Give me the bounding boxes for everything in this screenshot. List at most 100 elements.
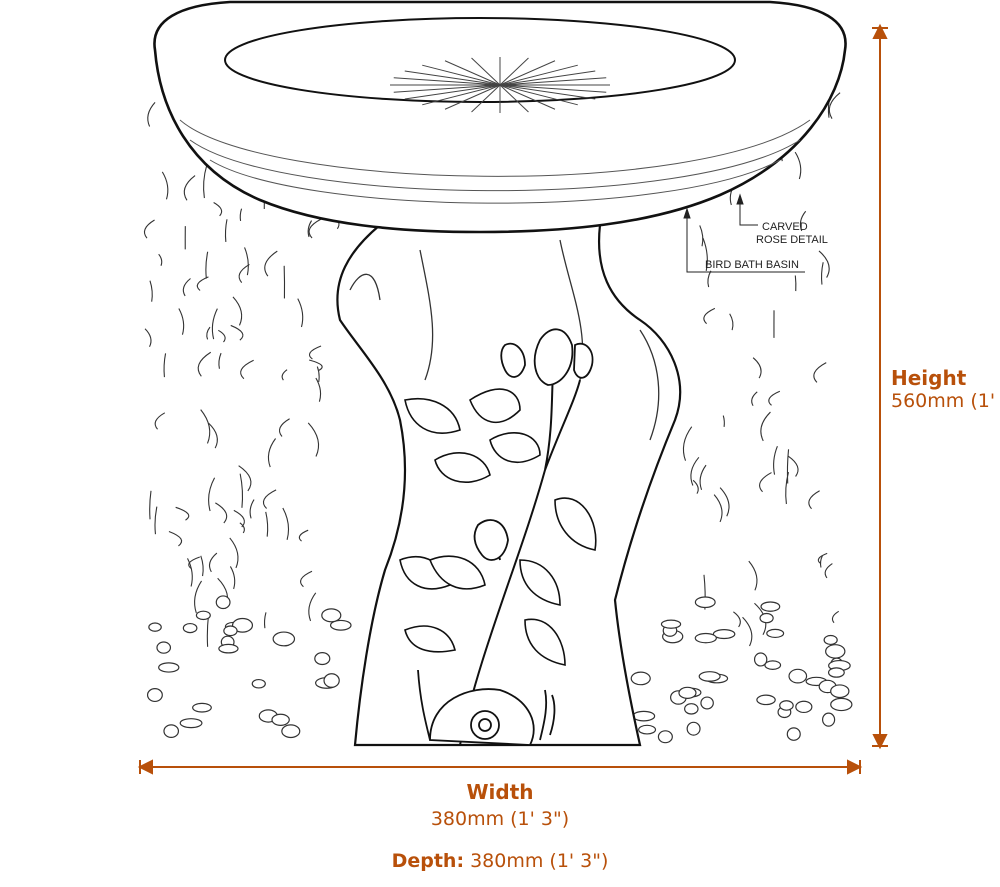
pebble [825,644,846,659]
leaf-stroke [768,390,781,406]
snail [417,669,556,746]
leaf-stroke [828,92,841,119]
starburst-ray [444,84,501,110]
width-dimension: Width 380mm (1' 3") [0,780,1000,830]
pebble [179,718,203,729]
leaf-stroke [282,507,290,540]
pebble [759,612,774,624]
leaf-stroke [240,359,254,380]
leaf-stroke [230,324,244,341]
leaf-stroke [249,499,255,519]
leaf-stroke [168,530,183,547]
rose-leaves [399,388,597,666]
pebble [156,641,172,654]
pebble [753,652,768,667]
callout-text: CARVED [762,221,808,233]
starburst-ray [422,84,501,106]
pebble [223,625,238,637]
starburst-ray [404,70,501,86]
pebble [630,671,651,686]
pebble [712,629,736,640]
pebble [215,595,231,610]
starburst-ray [393,84,501,93]
pebble [657,730,673,744]
starburst-ray [444,60,501,86]
pebble [788,668,808,684]
starburst-ray [404,84,501,100]
pebble [271,713,290,726]
starburst-ray [471,84,501,113]
pebble [251,678,266,689]
leaf-stroke [233,509,245,528]
pebble [323,673,340,688]
leaf-stroke [690,456,700,486]
leaf-stroke [213,202,223,217]
pebble [148,622,162,632]
leaf-stroke [307,220,313,238]
leaf-stroke [161,171,169,200]
leaf-stroke [211,308,218,340]
pebble [830,697,853,712]
pebbles [146,595,853,744]
pebble [760,601,781,612]
leaf-stroke [300,570,313,588]
pebble [678,686,697,700]
leaf-stroke [229,537,239,569]
pebble [700,696,714,710]
leaf-stroke [239,522,245,534]
callout-carved-rose: CARVED ROSE DETAIL [756,221,828,247]
leaf-stroke [182,278,191,297]
pebble [281,724,301,739]
pebble [182,622,198,634]
width-label: Width [466,780,534,804]
leaf-stroke [229,566,236,590]
leaf-stroke [200,409,211,444]
starburst-ray [499,60,556,86]
leaf-stroke [808,490,820,510]
leaf-stroke [262,489,277,509]
leaf-stroke [820,262,824,285]
callout-basin: BIRD BATH BASIN [705,259,799,271]
leaf-stroke [239,473,244,508]
pebble [192,702,212,713]
leaf-stroke [206,326,211,340]
leaf-stroke [298,529,309,542]
leaf-stroke [831,610,840,624]
leaf-stroke [143,219,155,239]
leaf-stroke [819,555,823,568]
leaf-stroke [799,210,807,232]
pebble [231,617,254,633]
pebble [329,619,352,631]
leaf-stroke [773,445,778,475]
height-dimension: Height 560mm (1' [891,366,995,412]
starburst-ray [499,70,596,86]
pebble [786,727,801,741]
leaf-stroke [699,225,704,247]
leaf-stroke [232,296,243,326]
leaf-stroke [267,438,277,468]
callout-leaders [683,193,805,273]
leaf-stroke [315,377,322,402]
pebble [686,721,701,736]
depth-label: Depth: [391,850,465,872]
leaf-stroke [786,449,790,484]
leaf-stroke [244,247,249,276]
depth-dimension: Depth: 380mm (1' 3") [0,850,1000,872]
leaf-stroke [742,616,753,647]
starburst-ray [499,77,607,86]
leaf-stroke [692,479,699,494]
leaf-stroke [748,560,758,591]
pebble [272,631,296,647]
pebble [694,596,716,609]
leaf-stroke [238,465,252,492]
leaf-stroke [733,611,741,628]
leaf-stroke [196,276,209,291]
callout-text: ROSE DETAIL [756,234,828,246]
starburst-ray [499,57,529,86]
leaf-stroke [722,415,725,427]
leaf-stroke [175,506,190,521]
leaf-stroke [759,472,772,493]
starburst-ray [499,84,596,100]
leaf-stroke [154,412,166,430]
